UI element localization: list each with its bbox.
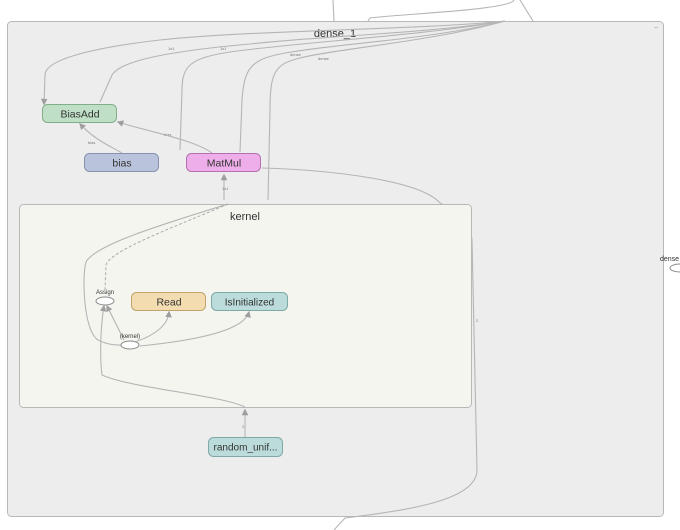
node-random-uniform[interactable]: random_unif... xyxy=(208,437,283,457)
edges-top xyxy=(40,0,534,201)
svg-text:2: 2 xyxy=(476,318,479,323)
assign-label: Assign xyxy=(96,290,114,296)
node-bias-add[interactable]: BiasAdd xyxy=(42,104,117,123)
dense-partial-label: dense xyxy=(660,256,679,263)
is-initialized-label: IsInitialized xyxy=(225,298,274,309)
svg-text:1x1: 1x1 xyxy=(222,186,229,191)
node-bias[interactable]: bias xyxy=(84,153,159,172)
node-assign[interactable]: Assign xyxy=(95,290,115,306)
kernel-group-title: kernel xyxy=(230,211,260,223)
svg-text:2: 2 xyxy=(242,424,245,429)
svg-text:bias: bias xyxy=(164,132,171,137)
svg-text:dense: dense xyxy=(318,56,330,61)
edges-kernel xyxy=(83,203,251,437)
bias-add-label: BiasAdd xyxy=(60,109,99,121)
random-uniform-label: random_unif... xyxy=(214,443,278,454)
svg-text:dense: dense xyxy=(290,52,302,57)
svg-text:bias: bias xyxy=(88,140,95,145)
svg-text:1x1: 1x1 xyxy=(220,46,227,51)
read-label: Read xyxy=(156,297,181,309)
collapse-group-icon[interactable]: – xyxy=(654,24,658,31)
kernel-var-label: (kernel) xyxy=(120,334,140,340)
svg-text:1x1: 1x1 xyxy=(168,46,175,51)
node-read[interactable]: Read xyxy=(131,292,206,311)
node-matmul[interactable]: MatMul xyxy=(186,153,261,172)
node-is-initialized[interactable]: IsInitialized xyxy=(211,292,288,311)
node-dense-partial[interactable]: dense xyxy=(660,256,680,273)
matmul-label: MatMul xyxy=(207,158,241,170)
bias-label: bias xyxy=(112,158,131,170)
node-kernel-var[interactable]: (kernel) xyxy=(120,334,140,350)
